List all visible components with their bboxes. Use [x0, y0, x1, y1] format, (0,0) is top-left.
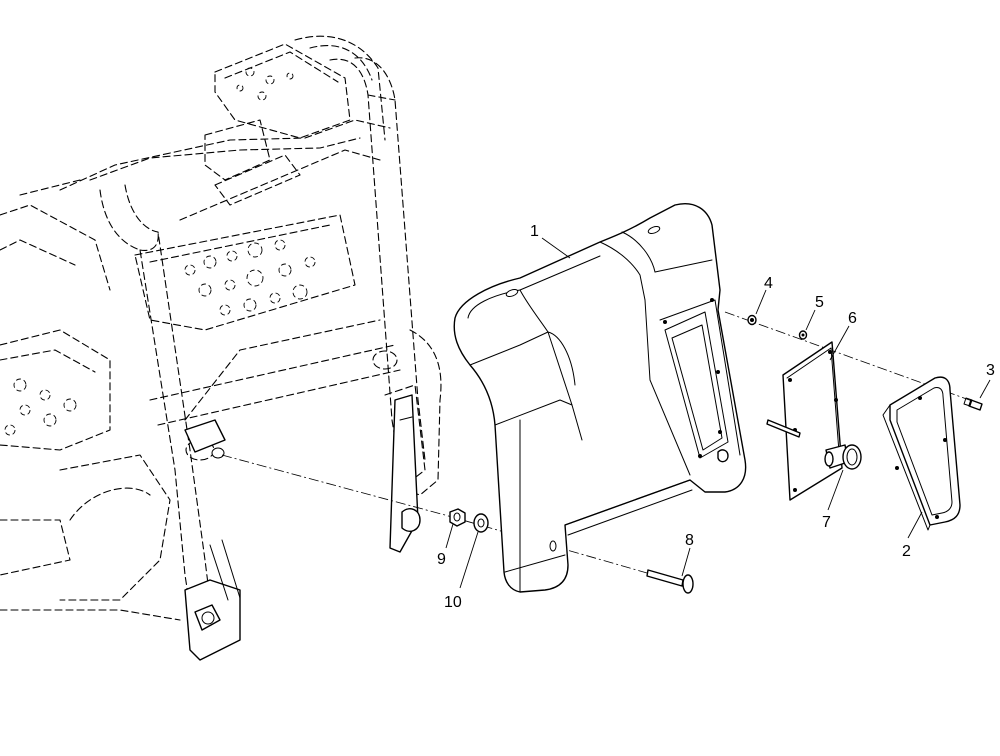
callout-10: 10 [444, 594, 462, 611]
callout-4: 4 [764, 275, 773, 292]
part-6-plate [766, 341, 843, 501]
part-5-washer [798, 330, 808, 340]
callout-1: 1 [530, 223, 539, 240]
callout-7: 7 [822, 514, 831, 531]
part-10-washer [473, 513, 489, 533]
callout-8: 8 [685, 532, 694, 549]
part-3-screw [963, 397, 983, 411]
callout-6: 6 [848, 310, 857, 327]
phantom-machine-frame [0, 35, 442, 641]
part-8-bolt [646, 569, 694, 594]
callout-3: 3 [986, 362, 995, 379]
part-7-knob [824, 444, 862, 470]
part-4-nut [747, 314, 757, 326]
callout-5: 5 [815, 294, 824, 311]
frame-mount-hardware [184, 394, 421, 661]
part-9-nut [449, 508, 466, 527]
callout-2: 2 [902, 543, 911, 560]
callout-leader-lines [445, 237, 991, 589]
part-1-shroud-cover [453, 203, 747, 593]
callout-9: 9 [437, 551, 446, 568]
part-2-gasket-frame [882, 376, 961, 531]
callout-labels: 1 2 3 4 5 6 7 8 9 10 [437, 223, 995, 611]
